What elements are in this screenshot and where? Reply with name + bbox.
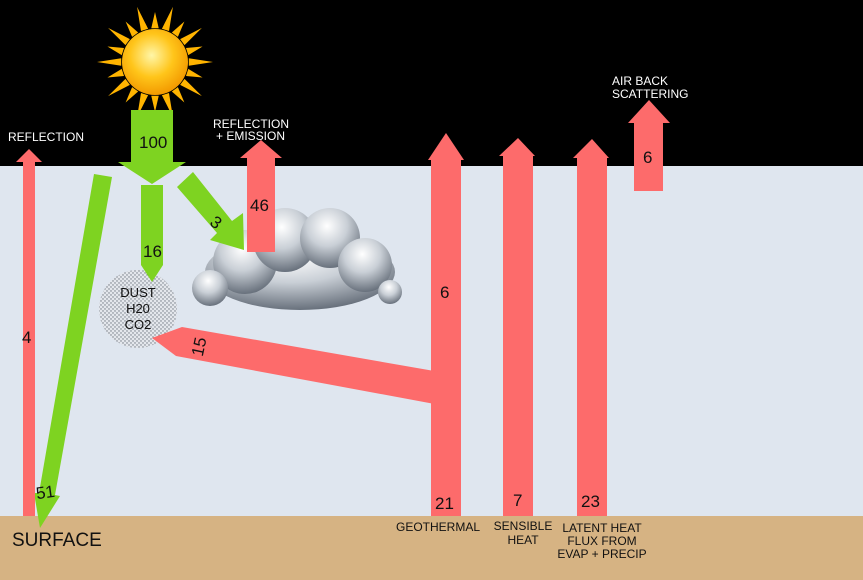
- air-back-label-line2: SCATTERING: [612, 87, 689, 101]
- sun-ray: [188, 58, 213, 66]
- sun-ray: [97, 58, 122, 66]
- surface-label: SURFACE: [12, 530, 102, 551]
- geothermal-arrow: [431, 160, 461, 516]
- cloud-absorption-arrow: [177, 172, 244, 250]
- air-back-value: 6: [643, 148, 653, 167]
- ground-band: [0, 516, 863, 580]
- reflection-emission-label-line1: REFLECTION: [213, 117, 290, 131]
- sensible-heat-value: 7: [513, 491, 523, 510]
- surface-solar-value: 51: [34, 481, 57, 504]
- aerosol-absorption-arrow: [141, 185, 163, 282]
- surface-solar-arrow: [34, 174, 112, 528]
- geothermal-value: 21: [435, 494, 454, 513]
- latent-heat-arrow: [573, 139, 609, 516]
- aerosol-absorption-value: 16: [143, 242, 162, 261]
- sun-icon: [97, 6, 213, 118]
- aerosol-heating-arrow: [152, 327, 440, 405]
- geothermal-label: GEOTHERMAL: [395, 520, 480, 534]
- air-back-label-line1: AIR BACK: [612, 74, 669, 88]
- sensible-heat-label-line1: SENSIBLE: [493, 519, 553, 533]
- sun-ray: [171, 21, 185, 37]
- reflection-label: REFLECTION: [8, 130, 85, 144]
- reflection-emission-label-line2: + EMISSION: [216, 129, 286, 143]
- sun-ray: [137, 6, 149, 32]
- sun-ray: [107, 46, 125, 56]
- dust-label: DUST: [120, 285, 156, 300]
- sun-ray: [107, 68, 125, 78]
- sun-ray: [151, 95, 159, 112]
- sun-ray: [108, 78, 130, 97]
- air-back-scattering-arrow: [628, 100, 670, 191]
- incoming-solar-arrow: [118, 110, 186, 184]
- sun-ray: [151, 12, 159, 29]
- sun-ray: [185, 46, 203, 56]
- sun-ray: [161, 6, 173, 32]
- cloud-reflection-arrow: [240, 140, 282, 252]
- incoming-value: 100: [139, 133, 168, 152]
- sun-ray: [171, 87, 185, 103]
- surface-reflection-arrow: [16, 149, 42, 516]
- sun-ray: [180, 78, 202, 97]
- latent-heat-label-line2: FLUX FROM: [567, 534, 637, 548]
- aerosol-heating-value: 15: [187, 335, 211, 358]
- sun-ray: [185, 68, 203, 78]
- surface-reflection-value: 4: [22, 328, 32, 347]
- latent-heat-label-line3: EVAP + PRECIP: [557, 547, 647, 561]
- sensible-heat-arrow: [499, 138, 535, 516]
- sensible-heat-label-line2: HEAT: [507, 533, 539, 547]
- sun-ray: [180, 27, 202, 46]
- latent-heat-value: 23: [581, 492, 600, 511]
- latent-heat-label-line1: LATENT HEAT: [562, 521, 642, 535]
- geothermal-arrow-head: [428, 133, 464, 160]
- sun-ray: [125, 21, 139, 37]
- sun-ray: [108, 27, 130, 46]
- cloud-reflection-value: 46: [250, 196, 269, 215]
- co2-label: CO2: [124, 317, 152, 332]
- sun-ray: [125, 87, 139, 103]
- aerosol-blob: [99, 270, 177, 348]
- cloud-icon: [192, 208, 402, 310]
- h2o-label: H20: [126, 301, 150, 316]
- mid-flux-value: 6: [440, 283, 450, 302]
